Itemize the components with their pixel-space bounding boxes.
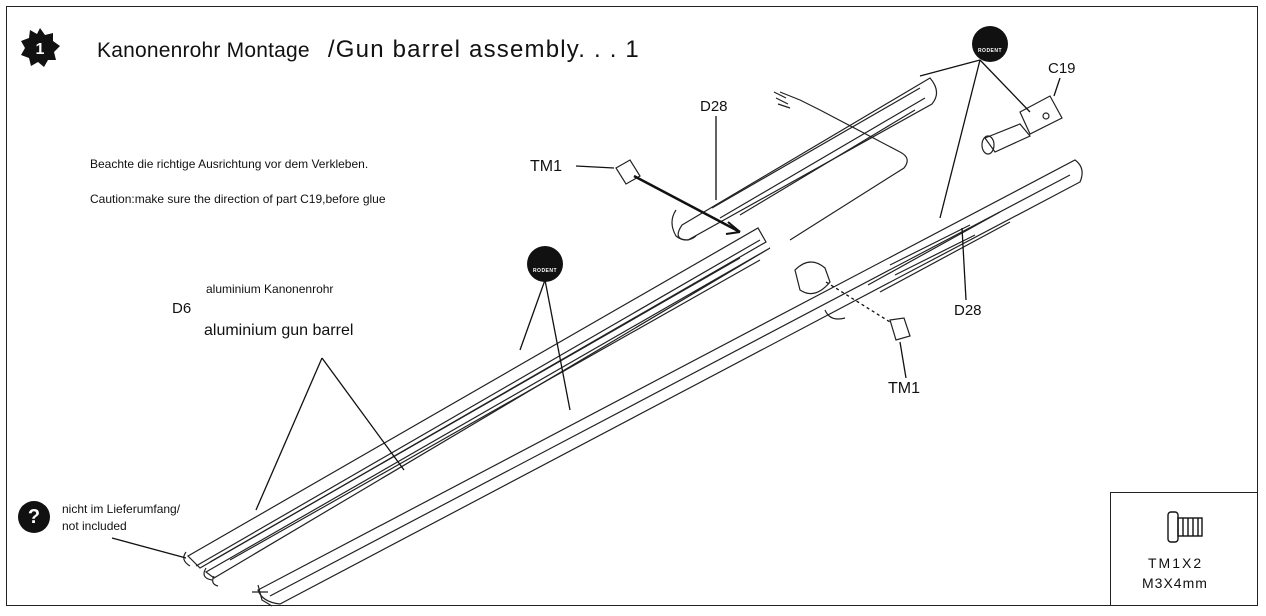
cutter-icon: RODENT xyxy=(972,26,1008,62)
not-included-german: nicht im Lieferumfang/ xyxy=(62,502,181,516)
barrel-lower-shade xyxy=(269,174,1071,597)
screw-right xyxy=(889,317,911,341)
leader-d6-b xyxy=(321,357,405,471)
hardware-size: TM1X2 xyxy=(1148,555,1204,571)
leader-cutter-mid-b xyxy=(544,279,571,411)
leader-d6-a xyxy=(255,357,323,511)
label-c19: C19 xyxy=(1048,60,1076,77)
housing-d28-top-slot xyxy=(711,87,926,219)
label-d6: D6 xyxy=(172,300,192,317)
arrow-tm1-right xyxy=(825,281,891,323)
leader-cutter-top-b xyxy=(979,59,1031,113)
not-included-english: not included xyxy=(62,519,127,533)
cutter-icon: RODENT xyxy=(527,246,563,282)
wire xyxy=(779,91,908,241)
leader-cutter-top-c xyxy=(939,59,981,219)
barrel-upper-tube-b xyxy=(195,239,771,579)
part-c19 xyxy=(984,95,1063,153)
label-d28-top: D28 xyxy=(700,98,728,115)
arrow-tm1-left xyxy=(633,174,741,234)
label-tm1-right: TM1 xyxy=(888,380,920,397)
label-d6-english: aluminium gun barrel xyxy=(204,322,354,339)
page-title: Kanonenrohr Montage /Gun barrel assembly… xyxy=(97,36,640,64)
leader-cutter-top-a xyxy=(919,59,981,77)
hardware-box xyxy=(1110,492,1258,606)
bracket-ring xyxy=(794,261,846,320)
note-german: Beachte die richtige Ausrichtung vor dem… xyxy=(90,157,369,171)
screw-icon xyxy=(1167,511,1203,543)
label-d28-right: D28 xyxy=(954,302,982,319)
barrel-lower-tube xyxy=(257,159,1083,605)
label-d6-german: aluminium Kanonenrohr xyxy=(206,282,334,296)
housing-end-cap xyxy=(671,209,697,241)
leader-tm1-left xyxy=(575,165,615,169)
question-icon: ? xyxy=(18,501,50,533)
label-tm1-left: TM1 xyxy=(530,158,562,175)
leader-d28-right xyxy=(961,227,967,301)
title-german: Kanonenrohr Montage xyxy=(97,39,310,62)
note-english: Caution:make sure the direction of part … xyxy=(90,192,386,206)
leader-c19-a xyxy=(1053,77,1061,97)
leader-not-included xyxy=(111,537,187,559)
instruction-frame xyxy=(6,6,1258,606)
barrel-upper-tube-a xyxy=(187,227,767,569)
sleeve-d28-right xyxy=(867,211,1011,293)
barrel-muzzle-upper xyxy=(183,551,219,587)
wire-end xyxy=(773,91,791,109)
housing-d28-top xyxy=(677,77,938,241)
hardware-spec: M3X4mm xyxy=(1142,575,1208,591)
barrel-muzzle-lower xyxy=(252,584,273,607)
title-english: /Gun barrel assembly. . . 1 xyxy=(327,36,640,63)
leader-tm1-right xyxy=(899,341,907,379)
screw-left xyxy=(615,159,641,185)
leader-cutter-mid-a xyxy=(519,279,546,351)
barrel-upper-inner xyxy=(209,257,761,563)
step-number: 1 xyxy=(36,41,45,58)
step-star-icon: 1 xyxy=(21,28,60,67)
